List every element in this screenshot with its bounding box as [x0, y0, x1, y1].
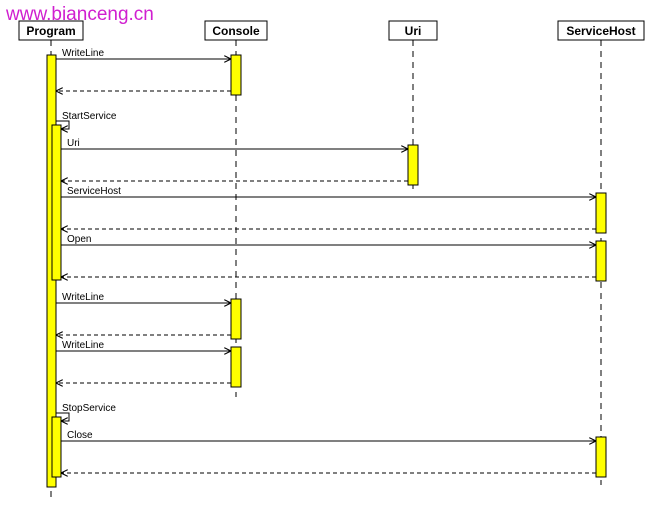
activation-uri [407, 144, 419, 186]
activation-program-startservice [51, 124, 62, 281]
message-writeline: WriteLine [56, 340, 231, 351]
watermark: www.bianceng.cn [6, 4, 154, 25]
participant-label: Uri [405, 24, 422, 38]
participant-program[interactable]: Program [18, 20, 84, 41]
message-servicehost: ServiceHost [61, 186, 596, 197]
message-stopservice: StopService [56, 403, 116, 421]
participant-console[interactable]: Console [204, 20, 268, 41]
message-writeline: WriteLine [56, 292, 231, 303]
activation-console [230, 298, 242, 340]
activation-servicehost [595, 240, 607, 282]
participant-label: Program [26, 24, 75, 38]
participant-servicehost[interactable]: ServiceHost [557, 20, 645, 41]
message-uri: Uri [61, 138, 408, 149]
message-label: Open [67, 234, 91, 245]
message-open: Open [61, 234, 596, 245]
message-close: Close [61, 430, 596, 441]
participant-uri[interactable]: Uri [388, 20, 438, 41]
message-label: WriteLine [62, 340, 104, 351]
message-label: Close [67, 430, 93, 441]
message-label: StartService [62, 111, 117, 122]
message-startservice: StartService [56, 111, 117, 129]
message-label: StopService [62, 403, 116, 414]
activation-program-stopservice [51, 416, 62, 478]
message-label: Uri [67, 138, 80, 149]
participant-label: Console [212, 24, 260, 38]
message-label: WriteLine [62, 48, 104, 59]
activation-console [230, 346, 242, 388]
message-label: WriteLine [62, 292, 104, 303]
activation-servicehost [595, 192, 607, 234]
message-writeline: WriteLine [56, 48, 231, 59]
activation-servicehost [595, 436, 607, 478]
participant-label: ServiceHost [566, 24, 635, 38]
activation-console [230, 54, 242, 96]
message-label: ServiceHost [67, 186, 121, 197]
